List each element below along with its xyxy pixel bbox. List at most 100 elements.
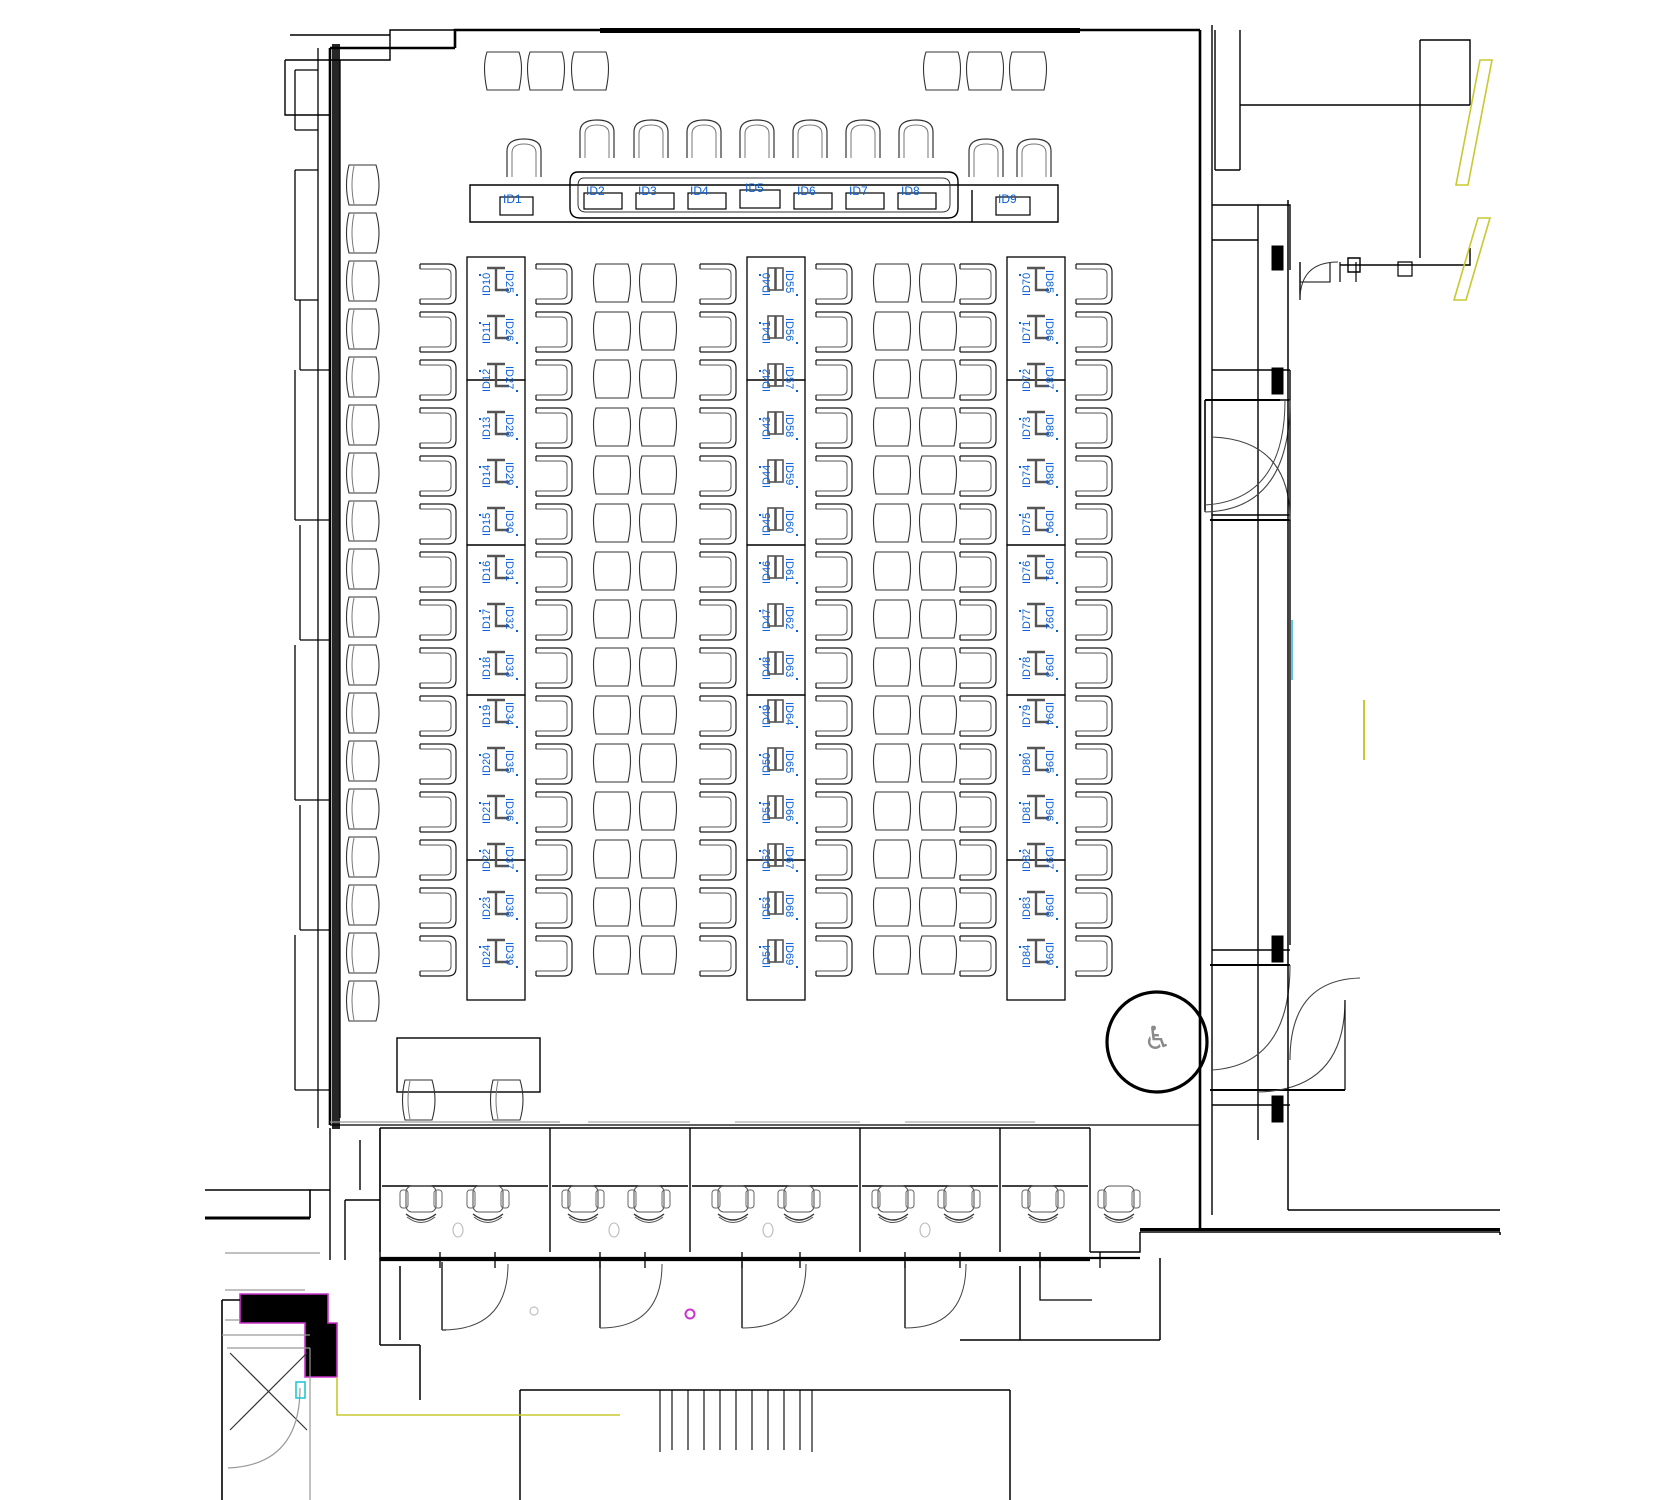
seat-marker-dot: [796, 438, 798, 440]
seat-marker-dot: [1056, 774, 1058, 776]
seat-marker-dot: [759, 466, 761, 468]
seat-marker-dot: [1019, 898, 1021, 900]
seat-id-label: ID48: [761, 656, 773, 680]
seat-marker-dot: [796, 294, 798, 296]
seat-id-label: ID47: [761, 608, 773, 632]
seat-id-label: ID86: [1043, 318, 1055, 342]
seat-id-label: ID59: [783, 462, 795, 486]
seat-id-label: ID92: [1043, 606, 1055, 630]
seat-id-label: ID83: [1021, 896, 1033, 920]
seat-marker-dot: [796, 390, 798, 392]
seat-id-label: ID15: [481, 512, 493, 536]
seat-marker-dot: [516, 294, 518, 296]
seat-id-label: ID66: [783, 798, 795, 822]
seat-id-label: ID85: [1043, 270, 1055, 294]
seat-marker-dot: [516, 630, 518, 632]
dais-label-id6: ID6: [797, 184, 816, 198]
seat-marker-dot: [1056, 438, 1058, 440]
seat-marker-dot: [1056, 582, 1058, 584]
seat-id-label: ID23: [481, 896, 493, 920]
seat-marker-dot: [796, 966, 798, 968]
seat-id-label: ID57: [783, 366, 795, 390]
seat-id-label: ID38: [503, 894, 515, 918]
accessible-turning-circle: [1105, 990, 1209, 1094]
seat-marker-dot: [1056, 726, 1058, 728]
seat-id-label: ID55: [783, 270, 795, 294]
dais-label-id8: ID8: [901, 184, 920, 198]
seat-marker-dot: [796, 486, 798, 488]
seat-id-label: ID77: [1021, 608, 1033, 632]
seat-marker-dot: [1056, 966, 1058, 968]
seat-id-label: ID34: [503, 702, 515, 726]
dais-label-id1: ID1: [503, 192, 522, 206]
seat-marker-dot: [759, 898, 761, 900]
seat-id-label: ID22: [481, 848, 493, 872]
seat-id-label: ID37: [503, 846, 515, 870]
seat-id-label: ID28: [503, 414, 515, 438]
seat-id-label: ID82: [1021, 848, 1033, 872]
seat-marker-dot: [479, 802, 481, 804]
seat-id-label: ID75: [1021, 512, 1033, 536]
seat-id-label: ID74: [1021, 464, 1033, 488]
seat-id-label: ID39: [503, 942, 515, 966]
seat-id-label: ID26: [503, 318, 515, 342]
seat-id-label: ID40: [761, 272, 773, 296]
seat-id-label: ID61: [783, 558, 795, 582]
seat-id-label: ID64: [783, 702, 795, 726]
seat-id-label: ID93: [1043, 654, 1055, 678]
seat-marker-dot: [1019, 274, 1021, 276]
seat-id-label: ID71: [1021, 320, 1033, 344]
seat-marker-dot: [1056, 630, 1058, 632]
seat-marker-dot: [516, 726, 518, 728]
seat-id-label: ID69: [783, 942, 795, 966]
seat-marker-dot: [479, 370, 481, 372]
seat-marker-dot: [1056, 918, 1058, 920]
seat-marker-dot: [479, 850, 481, 852]
seat-id-label: ID45: [761, 512, 773, 536]
dais-label-id7: ID7: [849, 184, 868, 198]
seat-marker-dot: [1019, 370, 1021, 372]
seat-marker-dot: [759, 658, 761, 660]
seat-marker-dot: [796, 678, 798, 680]
seat-id-label: ID79: [1021, 704, 1033, 728]
seat-id-label: ID10: [481, 272, 493, 296]
seat-marker-dot: [759, 562, 761, 564]
seat-id-label: ID19: [481, 704, 493, 728]
seat-id-label: ID53: [761, 896, 773, 920]
seat-marker-dot: [516, 678, 518, 680]
seat-marker-dot: [1019, 466, 1021, 468]
seat-marker-dot: [759, 754, 761, 756]
seat-marker-dot: [759, 706, 761, 708]
seat-marker-dot: [479, 418, 481, 420]
seat-marker-dot: [759, 802, 761, 804]
seat-id-label: ID35: [503, 750, 515, 774]
seat-marker-dot: [759, 946, 761, 948]
seat-marker-dot: [516, 966, 518, 968]
seat-id-label: ID95: [1043, 750, 1055, 774]
seat-id-label: ID16: [481, 560, 493, 584]
seat-marker-dot: [1019, 706, 1021, 708]
seat-marker-dot: [479, 466, 481, 468]
seat-id-label: ID14: [481, 464, 493, 488]
seat-id-label: ID99: [1043, 942, 1055, 966]
dais-label-id3: ID3: [638, 184, 657, 198]
seat-marker-dot: [516, 918, 518, 920]
seat-marker-dot: [759, 610, 761, 612]
seat-marker-dot: [1019, 514, 1021, 516]
seat-marker-dot: [479, 610, 481, 612]
seat-id-label: ID78: [1021, 656, 1033, 680]
seat-id-label: ID58: [783, 414, 795, 438]
seat-id-label: ID24: [481, 944, 493, 968]
seat-id-label: ID33: [503, 654, 515, 678]
seat-id-label: ID60: [783, 510, 795, 534]
seat-id-label: ID68: [783, 894, 795, 918]
seat-marker-dot: [479, 946, 481, 948]
seat-marker-dot: [1019, 418, 1021, 420]
seat-marker-dot: [1056, 678, 1058, 680]
seat-marker-dot: [796, 630, 798, 632]
seat-id-label: ID17: [481, 608, 493, 632]
seat-id-label: ID96: [1043, 798, 1055, 822]
seat-marker-dot: [479, 706, 481, 708]
seat-id-label: ID62: [783, 606, 795, 630]
